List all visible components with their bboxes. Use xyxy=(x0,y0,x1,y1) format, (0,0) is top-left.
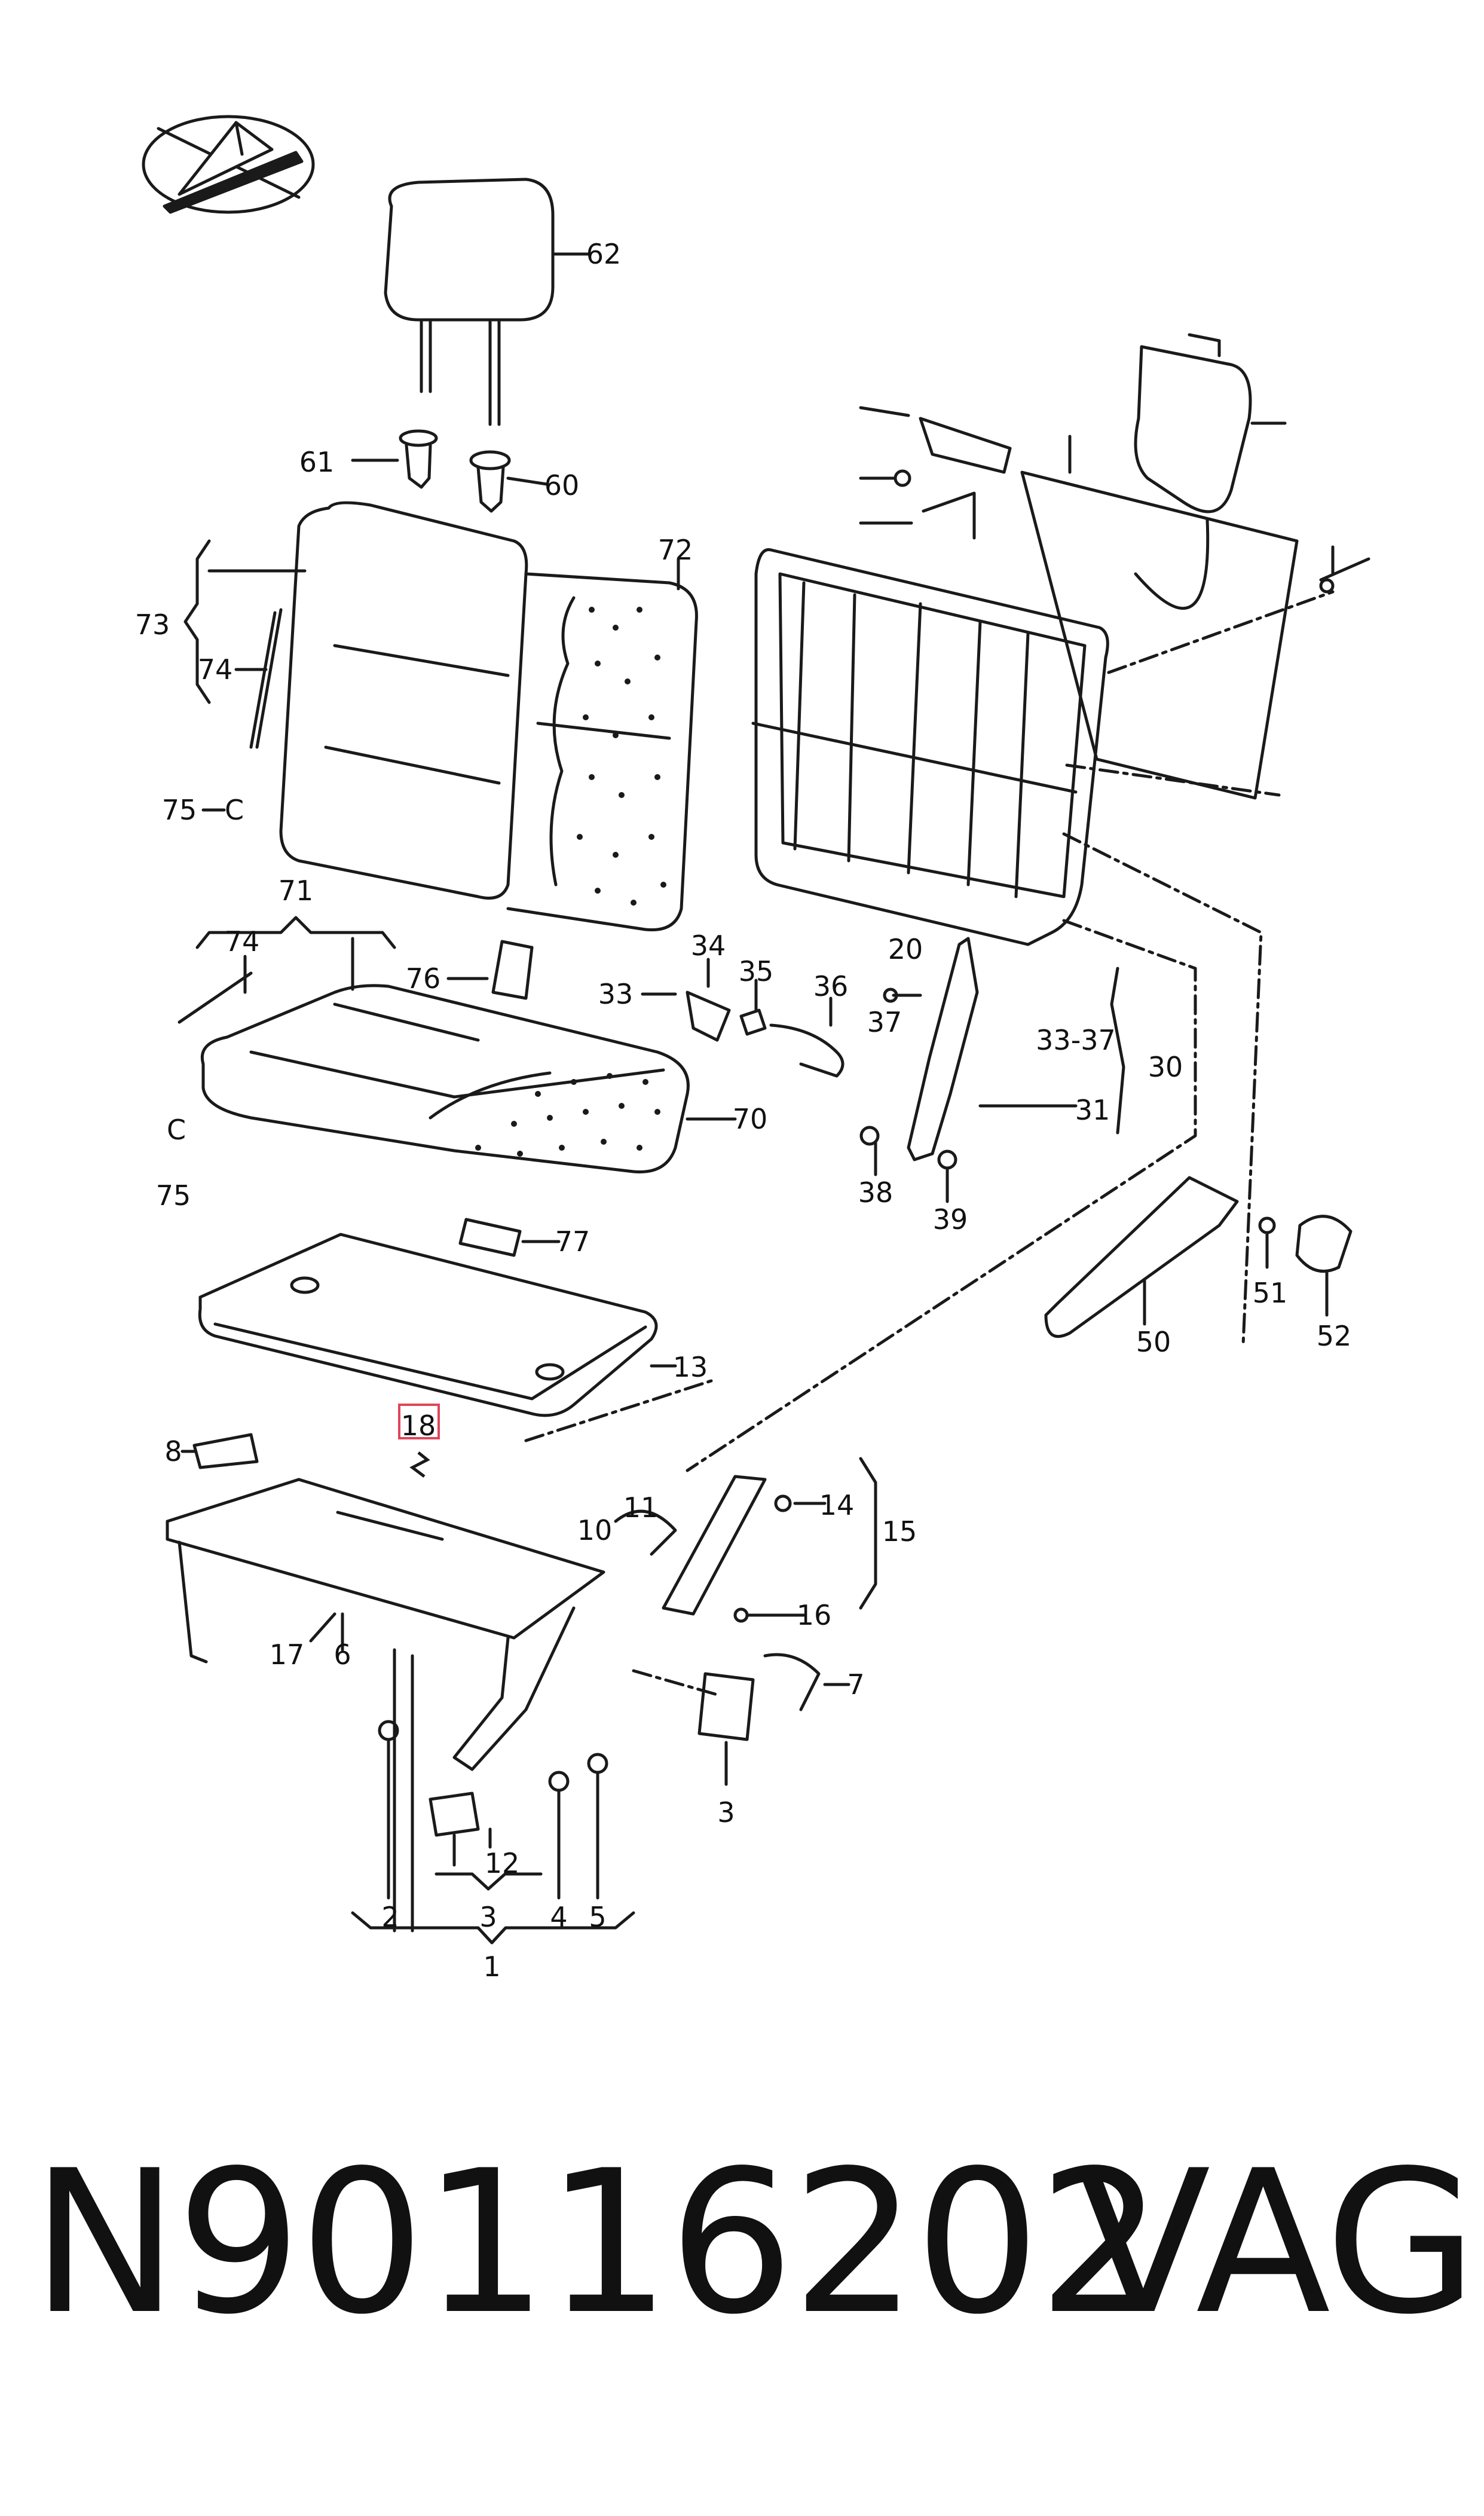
callout-38: 38 xyxy=(858,1176,894,1209)
brand-name: VAG xyxy=(1076,2128,1477,2358)
callout-20: 20 xyxy=(888,933,923,965)
callout-7: 7 xyxy=(847,1668,864,1701)
callout-4: 4 xyxy=(550,1901,567,1933)
headrest-guide-61 xyxy=(351,429,438,489)
lock-pin-42 xyxy=(1319,545,1370,594)
callout-51: 51 xyxy=(1253,1277,1288,1309)
callout-12: 12 xyxy=(485,1847,520,1879)
seat-cushion xyxy=(201,984,690,1173)
callout-33-37: 33-37 xyxy=(1036,1024,1116,1056)
callout-13: 13 xyxy=(673,1351,708,1383)
callout-71: 71 xyxy=(279,875,314,907)
backrest-frame xyxy=(751,548,1109,946)
handle-43 xyxy=(859,406,1012,540)
callout-37: 37 xyxy=(867,1006,902,1038)
callout-36: 36 xyxy=(813,970,849,1002)
clip-76 xyxy=(446,940,534,1000)
callout-17: 17 xyxy=(270,1638,305,1671)
callout-16: 16 xyxy=(797,1599,832,1631)
callout-77: 77 xyxy=(555,1225,590,1258)
callout-30: 30 xyxy=(1148,1051,1183,1083)
callout-15: 15 xyxy=(882,1515,917,1548)
callout-61: 61 xyxy=(299,446,335,478)
callout-34: 34 xyxy=(691,930,726,962)
callout-18: 18 xyxy=(401,1410,436,1442)
highlighted-part-box xyxy=(398,1404,440,1439)
headrest-62 xyxy=(384,178,590,426)
armrest-50 xyxy=(1044,1176,1239,1338)
highlighted-part-18 xyxy=(409,1451,430,1478)
callout-50: 50 xyxy=(1136,1326,1171,1358)
footer: N90116202 VAG xyxy=(0,2128,1484,2367)
seat-pan-13 xyxy=(198,1233,677,1417)
callout-C: C xyxy=(225,794,244,826)
callout-6: 6 xyxy=(333,1638,351,1671)
callout-75: 75 xyxy=(162,794,197,826)
callout-74: 74 xyxy=(225,925,260,958)
callout-75: 75 xyxy=(156,1179,191,1212)
callout-52: 52 xyxy=(1317,1320,1352,1352)
backrest-foam-pattern xyxy=(577,607,666,906)
callout-3: 3 xyxy=(717,1796,735,1829)
back-panel-40 xyxy=(1020,435,1299,800)
callout-39: 39 xyxy=(933,1203,968,1236)
callout-74: 74 xyxy=(198,653,233,686)
callout-70: 70 xyxy=(733,1103,768,1135)
armrest-mount-41 xyxy=(1134,333,1287,610)
callout-14: 14 xyxy=(819,1489,855,1521)
clip-77 xyxy=(458,1218,561,1257)
callout-62: 62 xyxy=(586,238,622,270)
callout-2: 2 xyxy=(381,1901,399,1933)
bracket-15 xyxy=(662,1457,877,1623)
callout-73: 73 xyxy=(135,609,170,641)
seat-frame-1 xyxy=(166,1478,605,1933)
callout-72: 72 xyxy=(658,534,693,566)
part-number: N90116202 xyxy=(31,2128,1164,2358)
callout-35: 35 xyxy=(739,955,774,988)
callout-5: 5 xyxy=(589,1901,606,1933)
callout-60: 60 xyxy=(544,469,580,502)
callout-1: 1 xyxy=(483,1951,500,1983)
callout-3: 3 xyxy=(479,1901,497,1933)
callout-31: 31 xyxy=(1075,1094,1110,1126)
callout-33: 33 xyxy=(598,978,634,1010)
backrest-cover xyxy=(279,501,698,932)
callout-C: C xyxy=(167,1114,186,1146)
recliner-hinge-31 xyxy=(883,937,1125,1161)
headrest-guide-60 xyxy=(469,450,549,513)
callout-8: 8 xyxy=(164,1435,182,1468)
callout-76: 76 xyxy=(406,962,441,995)
leader-lines xyxy=(524,590,1335,1696)
callout-10: 10 xyxy=(577,1514,613,1546)
callout-11: 11 xyxy=(623,1491,659,1524)
orientation-compass-icon xyxy=(142,115,315,214)
seat-foam-pattern xyxy=(475,1073,660,1157)
